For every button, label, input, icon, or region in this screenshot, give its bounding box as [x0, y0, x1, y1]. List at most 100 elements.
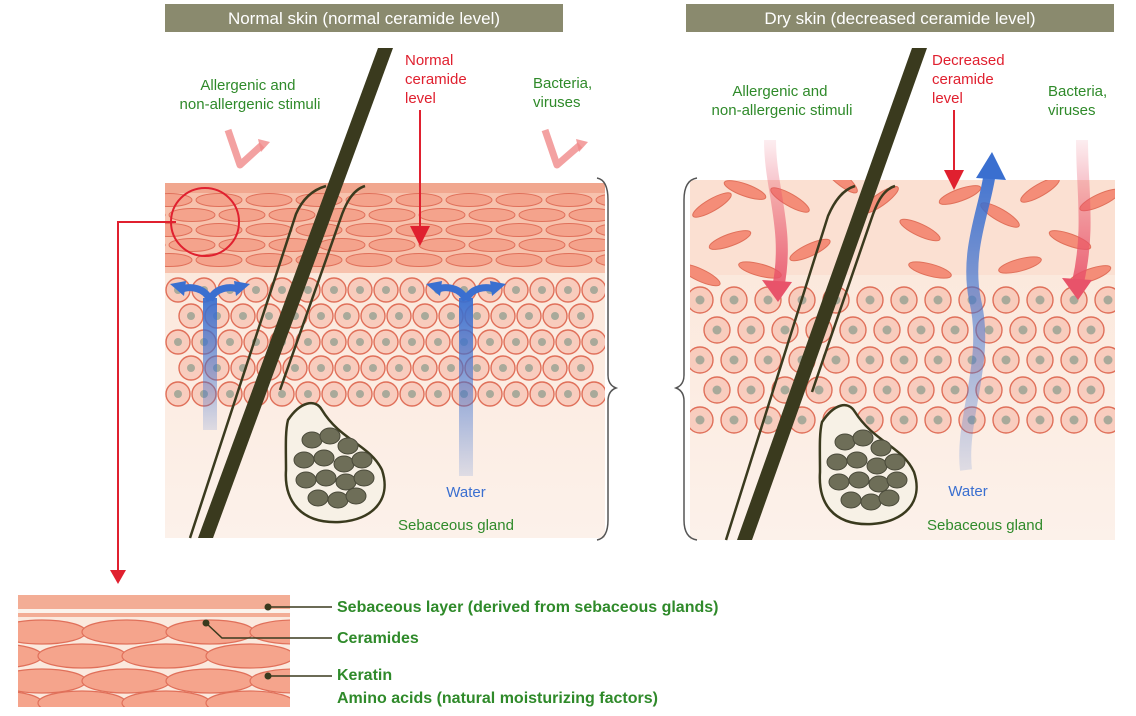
- cell-nucleus: [577, 312, 585, 320]
- keratin-cell: [396, 254, 442, 267]
- gland-cell: [869, 476, 889, 492]
- cell-nucleus: [525, 312, 533, 320]
- keratin-cell: [496, 194, 542, 207]
- svg-text:Dry skin (decreased ceramide l: Dry skin (decreased ceramide level): [764, 9, 1035, 28]
- cell-nucleus: [1104, 296, 1113, 305]
- keratin-cell: [122, 691, 210, 715]
- gland-cell: [346, 488, 366, 504]
- dry-skin-title: Dry skin (decreased ceramide level): [686, 4, 1114, 32]
- gland-label-dry: Sebaceous gland: [927, 517, 1043, 534]
- keratin-cell: [546, 224, 592, 237]
- cell-nucleus: [730, 416, 739, 425]
- gland-cell: [849, 472, 869, 488]
- keratin-cell: [246, 194, 292, 207]
- cell-nucleus: [798, 416, 807, 425]
- dry-skin-panel: [676, 48, 1122, 540]
- cell-nucleus: [590, 390, 598, 398]
- cell-nucleus: [696, 356, 705, 365]
- cell-nucleus: [291, 364, 299, 372]
- gland-cell: [841, 492, 861, 508]
- cell-nucleus: [278, 390, 286, 398]
- cell-nucleus: [917, 326, 926, 335]
- gland-cell: [867, 458, 887, 474]
- epidermal-cells-normal: [166, 278, 606, 406]
- gland-cell: [879, 490, 899, 506]
- cell-nucleus: [525, 364, 533, 372]
- cell-nucleus: [849, 326, 858, 335]
- ceramide-label-normal: Normal ceramide level: [405, 52, 471, 107]
- keratin-cell: [519, 239, 565, 252]
- keratin-cell: [146, 254, 192, 267]
- gland-cell: [354, 470, 374, 486]
- keratin-layer-normal: [96, 194, 665, 267]
- keratin-cell: [246, 224, 292, 237]
- cell-nucleus: [934, 416, 943, 425]
- gland-cell: [316, 470, 336, 486]
- cell-nucleus: [1087, 326, 1096, 335]
- cell-nucleus: [265, 312, 273, 320]
- cell-nucleus: [781, 386, 790, 395]
- keratin-cell: [0, 669, 86, 693]
- legend-keratin: Keratin: [337, 667, 392, 684]
- cell-nucleus: [781, 326, 790, 335]
- cell-nucleus: [343, 312, 351, 320]
- keratin-cell: [496, 224, 542, 237]
- cell-nucleus: [1070, 416, 1079, 425]
- cell-nucleus: [900, 356, 909, 365]
- cell-nucleus: [486, 390, 494, 398]
- cell-nucleus: [551, 312, 559, 320]
- zoomed-stratum-inset: [0, 595, 338, 715]
- cell-nucleus: [356, 286, 364, 294]
- keratin-cell: [169, 209, 215, 222]
- cell-nucleus: [174, 338, 182, 346]
- gland-cell: [352, 452, 372, 468]
- gland-cell: [885, 454, 905, 470]
- cell-nucleus: [226, 338, 234, 346]
- keratin-cell: [546, 194, 592, 207]
- keratin-cell: [469, 239, 515, 252]
- cell-nucleus: [1104, 356, 1113, 365]
- gland-cell: [302, 432, 322, 448]
- cell-nucleus: [538, 286, 546, 294]
- keratin-cell: [596, 254, 642, 267]
- normal-skin-panel: [96, 48, 665, 540]
- gland-label-normal: Sebaceous gland: [398, 517, 514, 534]
- gland-cell: [294, 452, 314, 468]
- keratin-cell: [206, 644, 294, 668]
- cell-nucleus: [900, 416, 909, 425]
- cell-nucleus: [369, 312, 377, 320]
- cell-nucleus: [434, 390, 442, 398]
- cell-nucleus: [226, 390, 234, 398]
- cell-nucleus: [747, 326, 756, 335]
- cell-nucleus: [1019, 326, 1028, 335]
- cell-nucleus: [317, 312, 325, 320]
- cell-nucleus: [564, 286, 572, 294]
- cell-nucleus: [317, 364, 325, 372]
- cell-nucleus: [499, 364, 507, 372]
- keratin-cell: [122, 644, 210, 668]
- cell-nucleus: [369, 364, 377, 372]
- gland-cell: [853, 430, 873, 446]
- cell-nucleus: [187, 364, 195, 372]
- cell-nucleus: [1053, 386, 1062, 395]
- gland-cell: [308, 490, 328, 506]
- cell-nucleus: [951, 326, 960, 335]
- keratin-cell: [519, 209, 565, 222]
- keratin-cell: [250, 669, 338, 693]
- keratin-cell: [419, 239, 465, 252]
- cell-nucleus: [934, 296, 943, 305]
- keratin-cell: [446, 254, 492, 267]
- cell-nucleus: [696, 296, 705, 305]
- gland-cell: [871, 440, 891, 456]
- cell-nucleus: [696, 416, 705, 425]
- cell-nucleus: [304, 338, 312, 346]
- keratin-cell: [0, 620, 86, 644]
- cell-nucleus: [538, 338, 546, 346]
- keratin-cell: [206, 691, 294, 715]
- cell-nucleus: [985, 386, 994, 395]
- cell-nucleus: [1002, 356, 1011, 365]
- keratin-cell: [619, 239, 665, 252]
- svg-text:Normal skin (normal ceramide l: Normal skin (normal ceramide level): [228, 9, 500, 28]
- cell-nucleus: [382, 338, 390, 346]
